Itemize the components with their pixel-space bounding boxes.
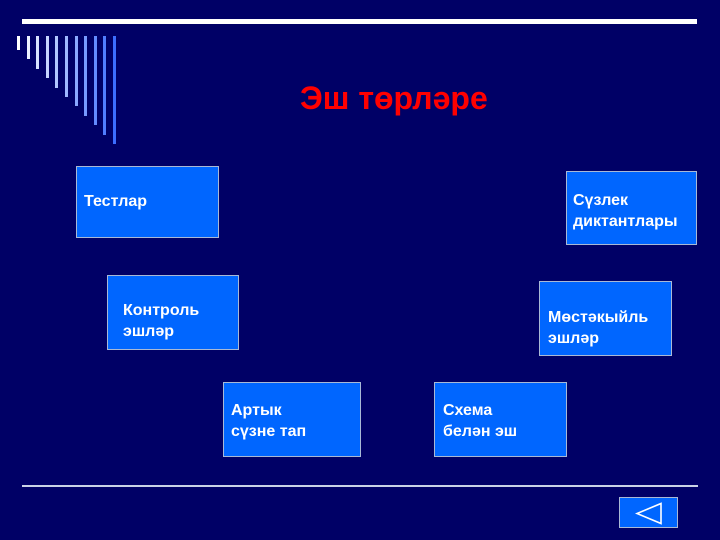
slide-title: Эш төрләре bbox=[300, 80, 488, 116]
decorative-stripe bbox=[17, 36, 20, 50]
decorative-stripe bbox=[65, 36, 68, 97]
decorative-stripe bbox=[26, 36, 30, 60]
decorative-stripe bbox=[113, 36, 116, 144]
decorative-stripe bbox=[55, 36, 59, 88]
decorative-stripes bbox=[17, 36, 127, 146]
triangle-left-icon bbox=[635, 502, 662, 525]
card-tests[interactable]: Тестлар bbox=[76, 166, 219, 238]
card-label: Тестлар bbox=[84, 193, 148, 210]
card-independent-works[interactable]: Мөстәкыйль эшләр bbox=[539, 281, 672, 356]
card-label: Контроль эшләр bbox=[123, 302, 200, 340]
card-control-works[interactable]: Контроль эшләр bbox=[107, 275, 239, 350]
decorative-stripe bbox=[93, 36, 97, 126]
top-divider bbox=[22, 19, 697, 24]
card-find-extra-word[interactable]: Артык сүзне тап bbox=[223, 382, 361, 457]
card-vocabulary-dictations[interactable]: Сүзлек диктантлары bbox=[566, 171, 697, 245]
decorative-stripe bbox=[103, 36, 107, 135]
decorative-stripe bbox=[84, 36, 88, 116]
decorative-stripe bbox=[45, 36, 49, 79]
back-button[interactable] bbox=[619, 497, 678, 528]
decorative-stripe bbox=[36, 36, 40, 69]
card-schema-work[interactable]: Схема белән эш bbox=[434, 382, 567, 457]
card-label: Мөстәкыйль эшләр bbox=[548, 309, 649, 347]
bottom-divider bbox=[22, 485, 698, 487]
card-label: Артык сүзне тап bbox=[231, 402, 307, 440]
card-label: Схема белән эш bbox=[443, 402, 518, 440]
card-label: Сүзлек диктантлары bbox=[573, 192, 678, 230]
decorative-stripe bbox=[74, 36, 78, 107]
